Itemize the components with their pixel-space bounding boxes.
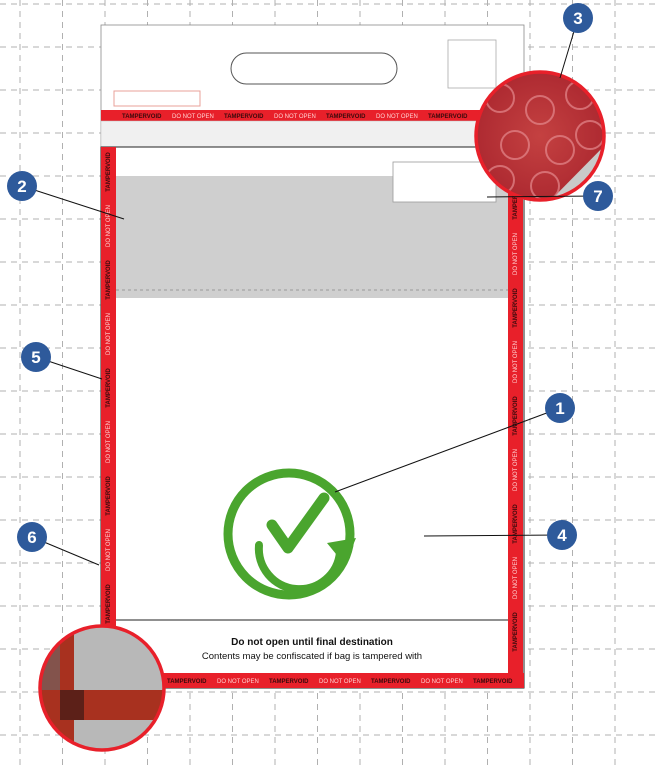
callout-badge-2: 2 xyxy=(7,171,37,201)
header-small-label xyxy=(114,91,200,106)
tamper-strip-word: DO NOT OPEN xyxy=(513,557,519,599)
header-fold-band xyxy=(101,121,524,147)
footer-line-2: Contents may be confiscated if bag is ta… xyxy=(202,651,422,662)
tamper-strip-word: DO NOT OPEN xyxy=(217,679,259,685)
footer-line-1: Do not open until final destination xyxy=(231,637,393,648)
zoom-detail-bottom-left xyxy=(40,626,164,750)
tamper-strip-word: TAMPERVOID xyxy=(122,114,162,120)
tamper-strip-word: DO NOT OPEN xyxy=(513,233,519,275)
tamper-strip-word: DO NOT OPEN xyxy=(421,679,463,685)
tamper-strip-word: TAMPERVOID xyxy=(106,260,112,300)
tamper-strip-word: DO NOT OPEN xyxy=(513,449,519,491)
receipt-label-box xyxy=(393,162,496,202)
tamper-strip-word: DO NOT OPEN xyxy=(172,114,214,120)
svg-text:4: 4 xyxy=(557,526,567,545)
tamper-strip-word: TAMPERVOID xyxy=(106,368,112,408)
svg-text:7: 7 xyxy=(593,187,602,206)
callout-badge-6: 6 xyxy=(17,522,47,552)
callout-badge-7: 7 xyxy=(583,181,613,211)
tamper-strip-word: DO NOT OPEN xyxy=(106,421,112,463)
callout-badge-3: 3 xyxy=(563,3,593,33)
callout-badge-5: 5 xyxy=(21,342,51,372)
tamper-strip-word: TAMPERVOID xyxy=(473,679,513,685)
tamper-strip-word: DO NOT OPEN xyxy=(319,679,361,685)
svg-text:1: 1 xyxy=(555,399,564,418)
tamper-strip-word: TAMPERVOID xyxy=(224,114,264,120)
svg-text:2: 2 xyxy=(17,177,26,196)
tamper-strip-word: DO NOT OPEN xyxy=(376,114,418,120)
tamper-strip-word: TAMPERVOID xyxy=(106,476,112,516)
tamper-strip-word: TAMPERVOID xyxy=(513,288,519,328)
right-tamper-strip-text: TAMPERVOID DO NOT OPEN TAMPERVOID DO NOT OP… xyxy=(513,180,519,652)
tamper-strip-word: TAMPERVOID xyxy=(106,584,112,624)
tamper-strip-word: DO NOT OPEN xyxy=(106,313,112,355)
tamper-strip-word: DO NOT OPEN xyxy=(513,341,519,383)
tamper-strip-word: TAMPERVOID xyxy=(167,679,207,685)
callout-badge-1: 1 xyxy=(545,393,575,423)
tamper-strip-word: DO NOT OPEN xyxy=(274,114,316,120)
tamper-strip-word: TAMPERVOID xyxy=(269,679,309,685)
tamper-strip-word: TAMPERVOID xyxy=(326,114,366,120)
tamper-strip-word: TAMPERVOID xyxy=(513,396,519,436)
bag-handle-cutout xyxy=(231,53,397,84)
tamper-strip-word: DO NOT OPEN xyxy=(106,529,112,571)
tamper-strip-word: TAMPERVOID xyxy=(371,679,411,685)
tamper-strip-word: TAMPERVOID xyxy=(428,114,468,120)
svg-text:5: 5 xyxy=(31,348,40,367)
svg-text:6: 6 xyxy=(27,528,36,547)
tamper-strip-word: TAMPERVOID xyxy=(513,504,519,544)
svg-text:3: 3 xyxy=(573,9,582,28)
header-square-label xyxy=(448,40,496,88)
callout-badge-4: 4 xyxy=(547,520,577,550)
tamper-strip-word: TAMPERVOID xyxy=(106,152,112,192)
bottom-tamper-strip-text: TAMPERVOID DO NOT OPEN TAMPERVOID DO NOT OP… xyxy=(167,679,513,685)
tamper-strip-word: DO NOT OPEN xyxy=(106,205,112,247)
tamper-strip-word: TAMPERVOID xyxy=(513,612,519,652)
